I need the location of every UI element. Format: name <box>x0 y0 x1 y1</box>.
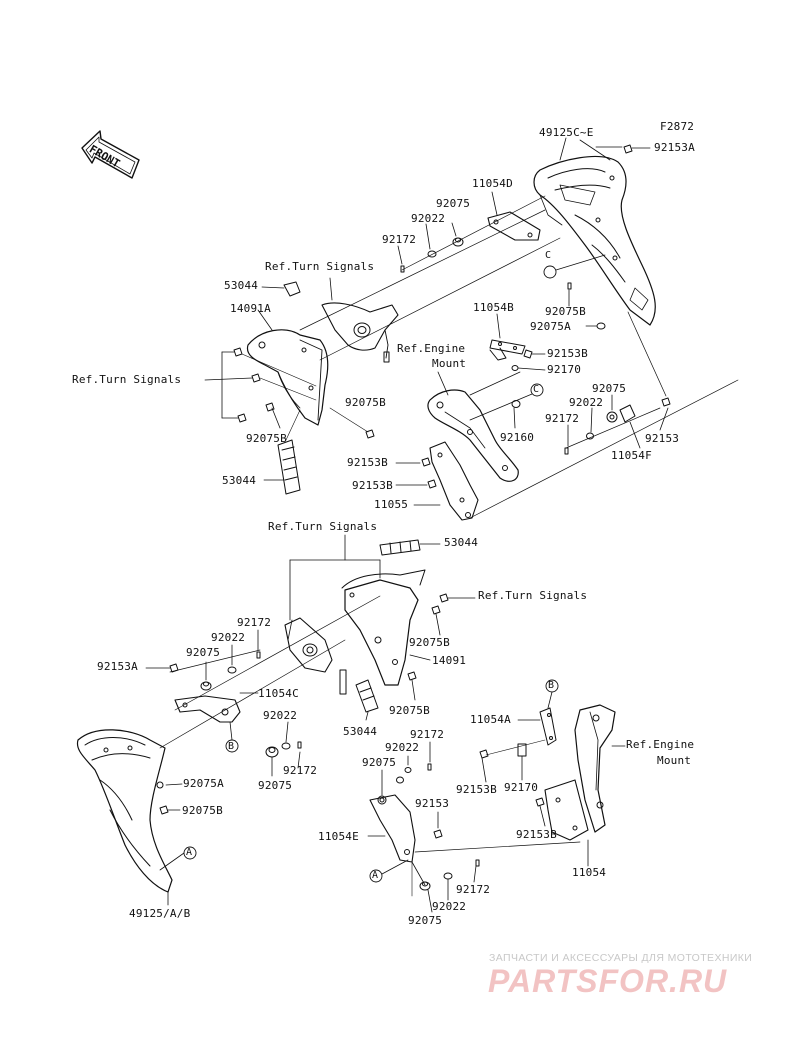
part-label: 49125/A/B <box>129 907 191 920</box>
callout-c: C <box>545 250 552 261</box>
part-label: 92172 <box>410 728 445 741</box>
turn-signal-mount-icon <box>321 277 399 363</box>
part-label: 92075B <box>345 396 386 409</box>
part-label: 92075B <box>182 804 223 817</box>
ref-label: Ref.Engine <box>626 738 695 751</box>
right-fairing-panel <box>533 155 656 326</box>
part-label: 92022 <box>432 900 467 913</box>
callout-c: C <box>533 384 540 395</box>
part-label: 11054D <box>472 177 513 190</box>
screw-group-icon <box>204 347 375 439</box>
part-label: 92172 <box>545 412 580 425</box>
part-label: 92022 <box>569 396 604 409</box>
callout-b: B <box>548 680 555 691</box>
ref-label: Ref.Turn Signals <box>478 589 588 602</box>
part-label: 92172 <box>382 233 417 246</box>
watermark-logo: PARTSFOR.RU <box>488 963 728 999</box>
part-label: 92153B <box>456 783 497 796</box>
ref-label: Ref.Turn Signals <box>72 373 182 386</box>
callout-a: A <box>372 870 379 881</box>
bracket-11054f-icon <box>564 394 671 455</box>
screw-icon <box>623 144 651 154</box>
ref-label: Ref.Turn Signals <box>265 260 375 273</box>
part-label: 92170 <box>504 781 539 794</box>
callout-b: B <box>228 741 235 752</box>
part-label: 92022 <box>411 212 446 225</box>
part-label: 92153A <box>97 660 138 673</box>
bracket-11054a-icon <box>517 679 559 746</box>
collar-lower-left-icon <box>145 629 261 691</box>
part-label: 92075 <box>592 382 627 395</box>
bracket-11054c-icon <box>174 692 302 777</box>
clip-53044-icon <box>261 281 301 297</box>
part-label: 92153B <box>547 347 588 360</box>
part-label: 92075 <box>408 914 443 927</box>
part-label: 92153B <box>516 828 557 841</box>
left-fairing-panel <box>76 729 197 906</box>
part-label: 92075A <box>530 320 571 333</box>
part-label: 92075 <box>362 756 397 769</box>
part-label: 92075 <box>186 646 221 659</box>
ref-label: Mount <box>657 754 692 767</box>
part-label: 92022 <box>263 709 298 722</box>
part-label: 11054E <box>318 830 359 843</box>
part-label: 11055 <box>374 498 409 511</box>
rubber-strip-lower-icon <box>379 539 441 556</box>
part-label: 53044 <box>224 279 259 292</box>
part-label: 92075 <box>258 779 293 792</box>
inner-cover-14091a-icon <box>246 309 329 426</box>
part-label: 11054C <box>258 687 299 700</box>
part-label: 92075A <box>183 777 224 790</box>
part-label: 92075B <box>409 636 450 649</box>
part-label: 14091 <box>432 654 467 667</box>
figure-id: F2872 <box>660 120 695 133</box>
part-label: 92022 <box>385 741 420 754</box>
part-label: 92172 <box>456 883 491 896</box>
part-label: 14091A <box>230 302 271 315</box>
bracket-11054-icon <box>535 779 589 867</box>
front-arrow-icon <box>81 130 140 179</box>
inner-cover-14091-icon <box>341 569 476 701</box>
part-label: 53044 <box>343 725 378 738</box>
part-label: 92153 <box>415 797 450 810</box>
part-label: 11054B <box>473 301 514 314</box>
engine-mount-lower-icon <box>574 704 626 833</box>
part-label: 92022 <box>211 631 246 644</box>
collar-icon <box>397 222 464 273</box>
part-label: 92075B <box>545 305 586 318</box>
part-label: 92153A <box>654 141 695 154</box>
part-label: 92172 <box>283 764 318 777</box>
part-label: 92153B <box>352 479 393 492</box>
part-label: 92153B <box>347 456 388 469</box>
callout-a: A <box>186 847 193 858</box>
turn-signal-mount-lower-icon <box>284 617 347 695</box>
part-label: 11054A <box>470 713 511 726</box>
ref-label: Ref.Engine <box>397 342 466 355</box>
watermark-subtitle: ЗАПЧАСТИ И АКСЕССУАРЫ ДЛЯ МОТОТЕХНИКИ <box>489 952 753 964</box>
part-label: 11054 <box>572 866 607 879</box>
part-label: 92075B <box>389 704 430 717</box>
collar-11054-icon <box>479 739 546 783</box>
ref-label: Ref.Turn Signals <box>268 520 378 533</box>
part-label: 92075B <box>246 432 287 445</box>
part-label: 53044 <box>444 536 479 549</box>
part-label: 49125C~E <box>539 126 594 139</box>
part-label: 92153 <box>645 432 680 445</box>
rubber-strip-upper-icon <box>263 409 301 495</box>
engine-mount-bracket-icon <box>427 371 521 482</box>
part-label: 92172 <box>237 616 272 629</box>
ref-label: Mount <box>432 357 467 370</box>
bracket-11055-icon <box>395 379 739 521</box>
part-label: 92075 <box>436 197 471 210</box>
part-label: 11054F <box>611 449 652 462</box>
rubber-strip-small-icon <box>355 679 379 721</box>
part-label: 92160 <box>500 431 535 444</box>
part-label: 92170 <box>547 363 582 376</box>
bracket-11054b-icon <box>489 313 546 371</box>
part-label: 53044 <box>222 474 257 487</box>
